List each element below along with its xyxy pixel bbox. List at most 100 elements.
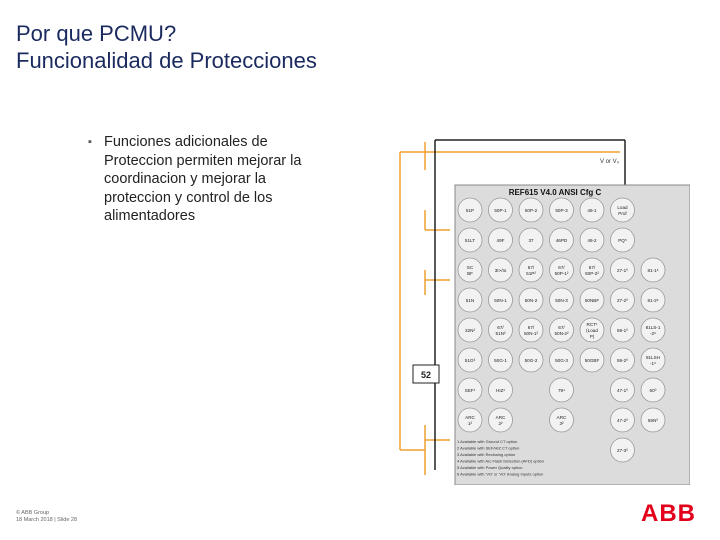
- function-block: [518, 317, 544, 343]
- function-block-label: 67/: [589, 265, 596, 270]
- function-block: [549, 317, 574, 343]
- function-block: [457, 317, 483, 343]
- function-block-label: 50N-1²: [524, 331, 539, 336]
- function-block-label: 46-2: [587, 238, 597, 243]
- function-block-label: 37: [528, 238, 534, 243]
- function-block-label: 27-3⁰: [617, 448, 628, 453]
- function-block: [518, 227, 544, 253]
- function-block: [610, 407, 635, 433]
- function-block-label: 51N: [466, 298, 474, 303]
- function-block: [549, 347, 574, 373]
- function-block-label: 50P-2: [525, 208, 538, 213]
- function-block: [549, 227, 574, 253]
- function-block-label: 51P²: [526, 271, 536, 276]
- panel-title: REF615 V4.0 ANSI Cfg C: [509, 188, 602, 197]
- function-block-label: 50G-1: [494, 358, 507, 363]
- function-block-label: 27-2⁰: [617, 298, 628, 303]
- footnote: 4 Available with Arc Flash Detection (AF…: [457, 459, 544, 464]
- footer-line-1: © ABB Group: [16, 510, 50, 516]
- function-block-label: 51G³: [465, 358, 476, 363]
- function-block-label: SC: [467, 265, 474, 270]
- function-block-label: 67/: [558, 325, 565, 330]
- title-line-2: Funcionalidad de Protecciones: [16, 48, 317, 73]
- function-block-label: 27-1⁰: [617, 268, 628, 273]
- function-block: [457, 197, 483, 223]
- function-block-label: HIZ¹: [496, 388, 505, 393]
- function-block: [518, 287, 544, 313]
- function-block: [579, 317, 605, 343]
- slide-title: Por que PCMU? Funcionalidad de Proteccio…: [16, 20, 317, 74]
- function-block-label: 51LT: [465, 238, 475, 243]
- orange-wiring: [399, 142, 620, 475]
- function-block: [549, 407, 574, 433]
- footer: © ABB Group 18 March 2018 | Slide 28: [16, 510, 77, 524]
- function-block: [488, 287, 513, 313]
- function-block: [610, 347, 635, 373]
- function-block: [579, 257, 605, 283]
- function-block: [640, 317, 666, 343]
- footer-line-2: 18 March 2018 | Slide 28: [16, 517, 78, 523]
- function-block: [610, 227, 635, 253]
- function-block: [549, 257, 574, 283]
- function-block-label: 60⁰: [650, 388, 657, 393]
- footnote: 3 Available with Reclosing option: [457, 452, 515, 457]
- function-block-label: 3I>/Io: [495, 268, 507, 273]
- function-block-label: -2⁶: [650, 331, 656, 336]
- function-block-label: 50GBF: [585, 358, 600, 363]
- function-block-label: 50NBF: [585, 298, 599, 303]
- function-block: [518, 197, 544, 223]
- function-block-label: Prof: [618, 211, 627, 216]
- function-block: [610, 317, 635, 343]
- top-voltage-label: V or V₀: [600, 159, 620, 165]
- function-block: [549, 197, 574, 223]
- function-block-label: 81-1⁶: [647, 268, 658, 273]
- function-block-label: Load: [617, 205, 628, 210]
- bullet-square-icon: ▪: [88, 136, 92, 148]
- footnote: 5 Available with Power Quality option: [457, 465, 523, 470]
- breaker-label: 52: [421, 370, 431, 380]
- function-block-label: SEF¹: [465, 388, 476, 393]
- function-block: [610, 377, 635, 403]
- function-block: [518, 347, 544, 373]
- function-block-label: P): [590, 334, 595, 339]
- function-block-label: 47-2⁰: [617, 418, 628, 423]
- function-block-label: 59-2⁰: [617, 358, 628, 363]
- function-block: [640, 257, 666, 283]
- function-block: [610, 287, 635, 313]
- function-block: [457, 347, 483, 373]
- function-block-label: 50G-3: [555, 358, 568, 363]
- function-block-label: ARC: [465, 415, 475, 420]
- function-block-label: 32N²: [465, 328, 475, 333]
- function-block: [579, 197, 605, 223]
- function-block: [457, 377, 483, 403]
- function-block: [488, 347, 513, 373]
- function-block: [457, 227, 483, 253]
- function-block: [610, 257, 635, 283]
- function-block-label: 67/: [558, 265, 565, 270]
- function-block-label: 81LSH: [646, 355, 660, 360]
- function-block-label: 1²: [468, 421, 473, 426]
- function-block: [579, 227, 605, 253]
- function-block: [549, 377, 574, 403]
- function-block-label: 79⁴: [558, 388, 565, 393]
- function-block: [457, 407, 483, 433]
- breaker-box: [412, 364, 440, 384]
- function-block-label: 59-1⁰: [617, 328, 628, 333]
- function-block-label: 59N⁰: [648, 418, 658, 423]
- function-block: [640, 377, 666, 403]
- function-block: [488, 197, 513, 223]
- function-block: [579, 287, 605, 313]
- function-block-label: 46PD: [556, 238, 568, 243]
- footnote: 6 Available with 'VO' or 'VO' Analog Inp…: [457, 472, 543, 477]
- function-block-label: 81LS-1: [646, 325, 661, 330]
- function-block-label: 67/: [497, 325, 504, 330]
- function-block-label: 67/: [528, 325, 535, 330]
- function-block: [488, 317, 513, 343]
- footnote: 2 Available with SEF/HIZ CT option: [457, 446, 519, 451]
- function-block-label: BF: [467, 271, 473, 276]
- function-block: [640, 287, 666, 313]
- function-block: [549, 287, 574, 313]
